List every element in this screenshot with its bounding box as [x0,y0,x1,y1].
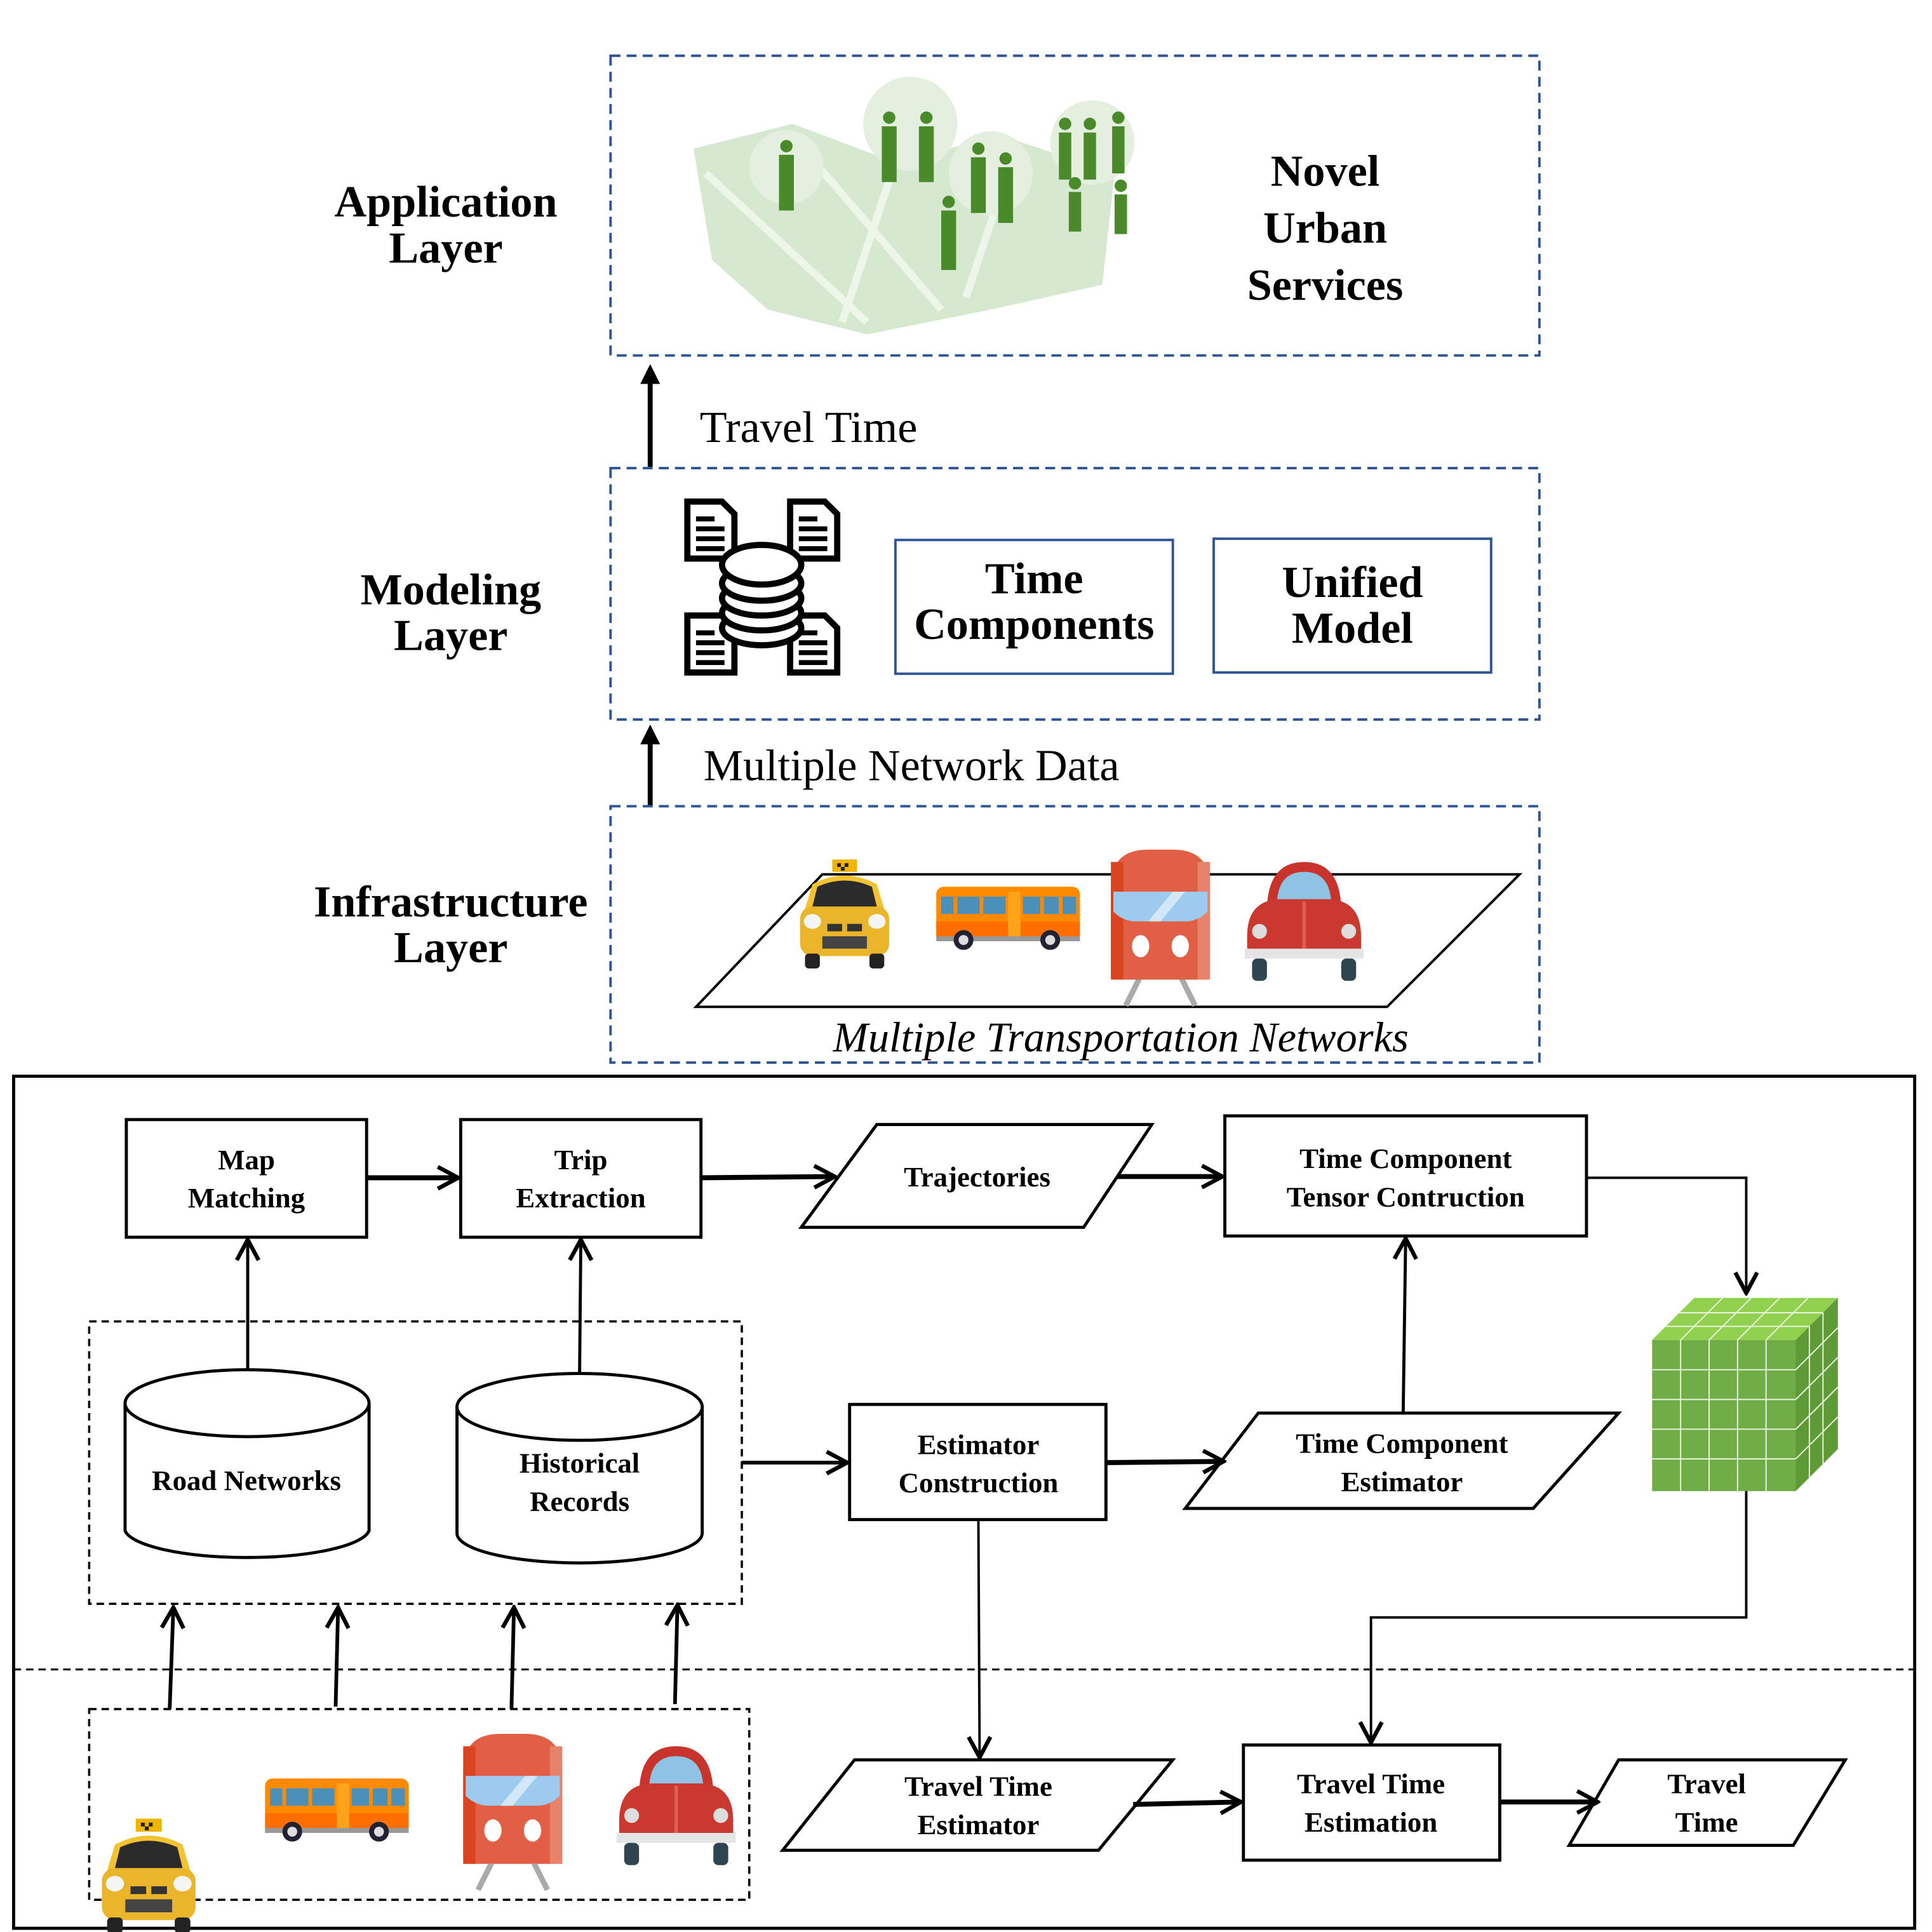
tensor-construction-box [1223,1114,1588,1238]
application-layer-box [609,54,1541,357]
arrow-trip-to-trajectories [701,1177,835,1178]
arrow-cube-to-estimation [1371,1491,1748,1743]
time-components-box [894,539,1174,675]
taxi-icon [102,1818,196,1932]
trajectories-label: Trajectories [904,1161,1050,1193]
road-networks-db [123,1368,371,1559]
time-component-estimator-data [1182,1411,1623,1510]
vehicle-sources-group [88,1708,751,1902]
arrow-tte-to-estimation [1133,1802,1241,1804]
arrow-vehicles-to-group-3 [511,1607,514,1710]
arrow-estimator-to-tte [979,1519,980,1757]
database-documents-icon [687,502,837,673]
travel-time-output-data [1566,1758,1848,1847]
trajectories-data [798,1123,1155,1229]
bus-icon [265,1778,409,1842]
infrastructure-layer-box [609,805,1541,1064]
arrow-tce-to-tensor [1403,1238,1405,1413]
trip-extraction-box [459,1118,703,1239]
arrow-vehicles-to-group-4 [675,1605,678,1705]
train-icon [463,1734,563,1891]
arrow-vehicles-to-group-2 [335,1607,338,1707]
arrow-vehicles-to-group-1 [170,1607,173,1710]
car-icon [617,1747,735,1865]
travel-time-estimation-box [1242,1743,1501,1862]
bus-icon [936,887,1080,950]
historical-records-db [455,1372,704,1565]
modeling-layer-box [609,467,1541,721]
tensor-cube-icon [1652,1297,1839,1491]
arrow-tensor-to-cube [1586,1176,1747,1292]
flowchart-frame [12,1075,1917,1930]
map-matching-box [124,1118,368,1239]
multiple-transportation-networks-caption: Multiple Transportation Networks [833,1015,1409,1061]
travel-time-flow-label: Travel Time [700,403,918,452]
travel-time-estimator-data [779,1758,1176,1852]
unified-model-box [1212,537,1493,674]
estimator-construction-box [848,1402,1108,1522]
road-networks-label: Road Networks [152,1465,341,1496]
arrow-records-to-trip [580,1240,581,1372]
flow-arrows [170,1177,1746,1805]
urban-map-people-icon [694,76,1135,335]
arrow-estimator-to-tce [1106,1461,1223,1463]
multiple-network-data-flow-label: Multiple Network Data [704,741,1120,790]
